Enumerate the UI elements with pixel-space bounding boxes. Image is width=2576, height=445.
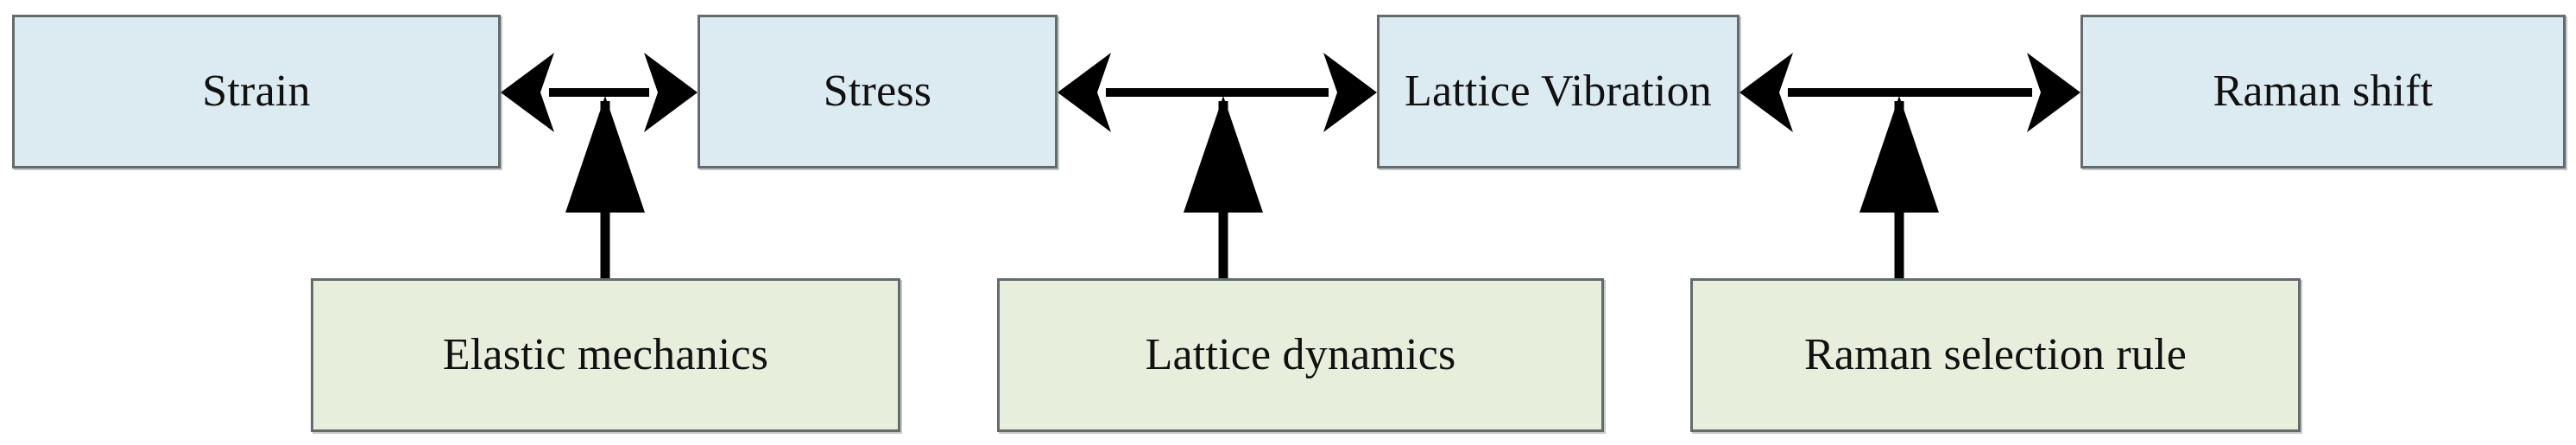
node-label: Lattice dynamics xyxy=(1145,329,1456,379)
connector-lattice-vibration-raman-shift xyxy=(1739,15,2080,278)
arrowhead-left-icon xyxy=(1739,53,1793,132)
node-lattice-vibration[interactable]: Lattice Vibration xyxy=(1377,15,1739,168)
node-strain[interactable]: Strain xyxy=(12,15,501,168)
arrow-shaft-horizontal xyxy=(1106,88,1329,97)
node-label: Strain xyxy=(202,66,311,116)
connector-strain-stress xyxy=(501,15,698,278)
node-label: Raman shift xyxy=(2213,66,2434,116)
arrow-shaft-vertical xyxy=(600,101,610,278)
arrowhead-left-icon xyxy=(501,53,554,132)
node-stress[interactable]: Stress xyxy=(698,15,1058,168)
node-raman-shift[interactable]: Raman shift xyxy=(2080,15,2566,168)
node-label: Raman selection rule xyxy=(1804,329,2187,379)
arrowhead-right-icon xyxy=(1323,53,1377,132)
arrowhead-right-icon xyxy=(2027,53,2080,132)
connector-stress-lattice-vibration xyxy=(1058,15,1377,278)
arrowhead-up-icon xyxy=(1184,96,1263,213)
node-label: Elastic mechanics xyxy=(442,329,769,379)
arrow-shaft-horizontal xyxy=(1788,88,2032,97)
arrowhead-up-icon xyxy=(565,96,645,213)
arrowhead-right-icon xyxy=(644,53,698,132)
node-elastic-mechanics[interactable]: Elastic mechanics xyxy=(311,278,900,432)
arrow-shaft-vertical xyxy=(1218,101,1228,278)
arrow-shaft-vertical xyxy=(1894,101,1904,278)
node-raman-selection-rule[interactable]: Raman selection rule xyxy=(1690,278,2301,432)
arrowhead-up-icon xyxy=(1859,96,1939,213)
node-lattice-dynamics[interactable]: Lattice dynamics xyxy=(997,278,1604,432)
arrowhead-left-icon xyxy=(1058,53,1111,132)
node-label: Stress xyxy=(823,66,932,116)
arrow-shaft-horizontal xyxy=(549,88,649,97)
node-label: Lattice Vibration xyxy=(1405,66,1712,116)
